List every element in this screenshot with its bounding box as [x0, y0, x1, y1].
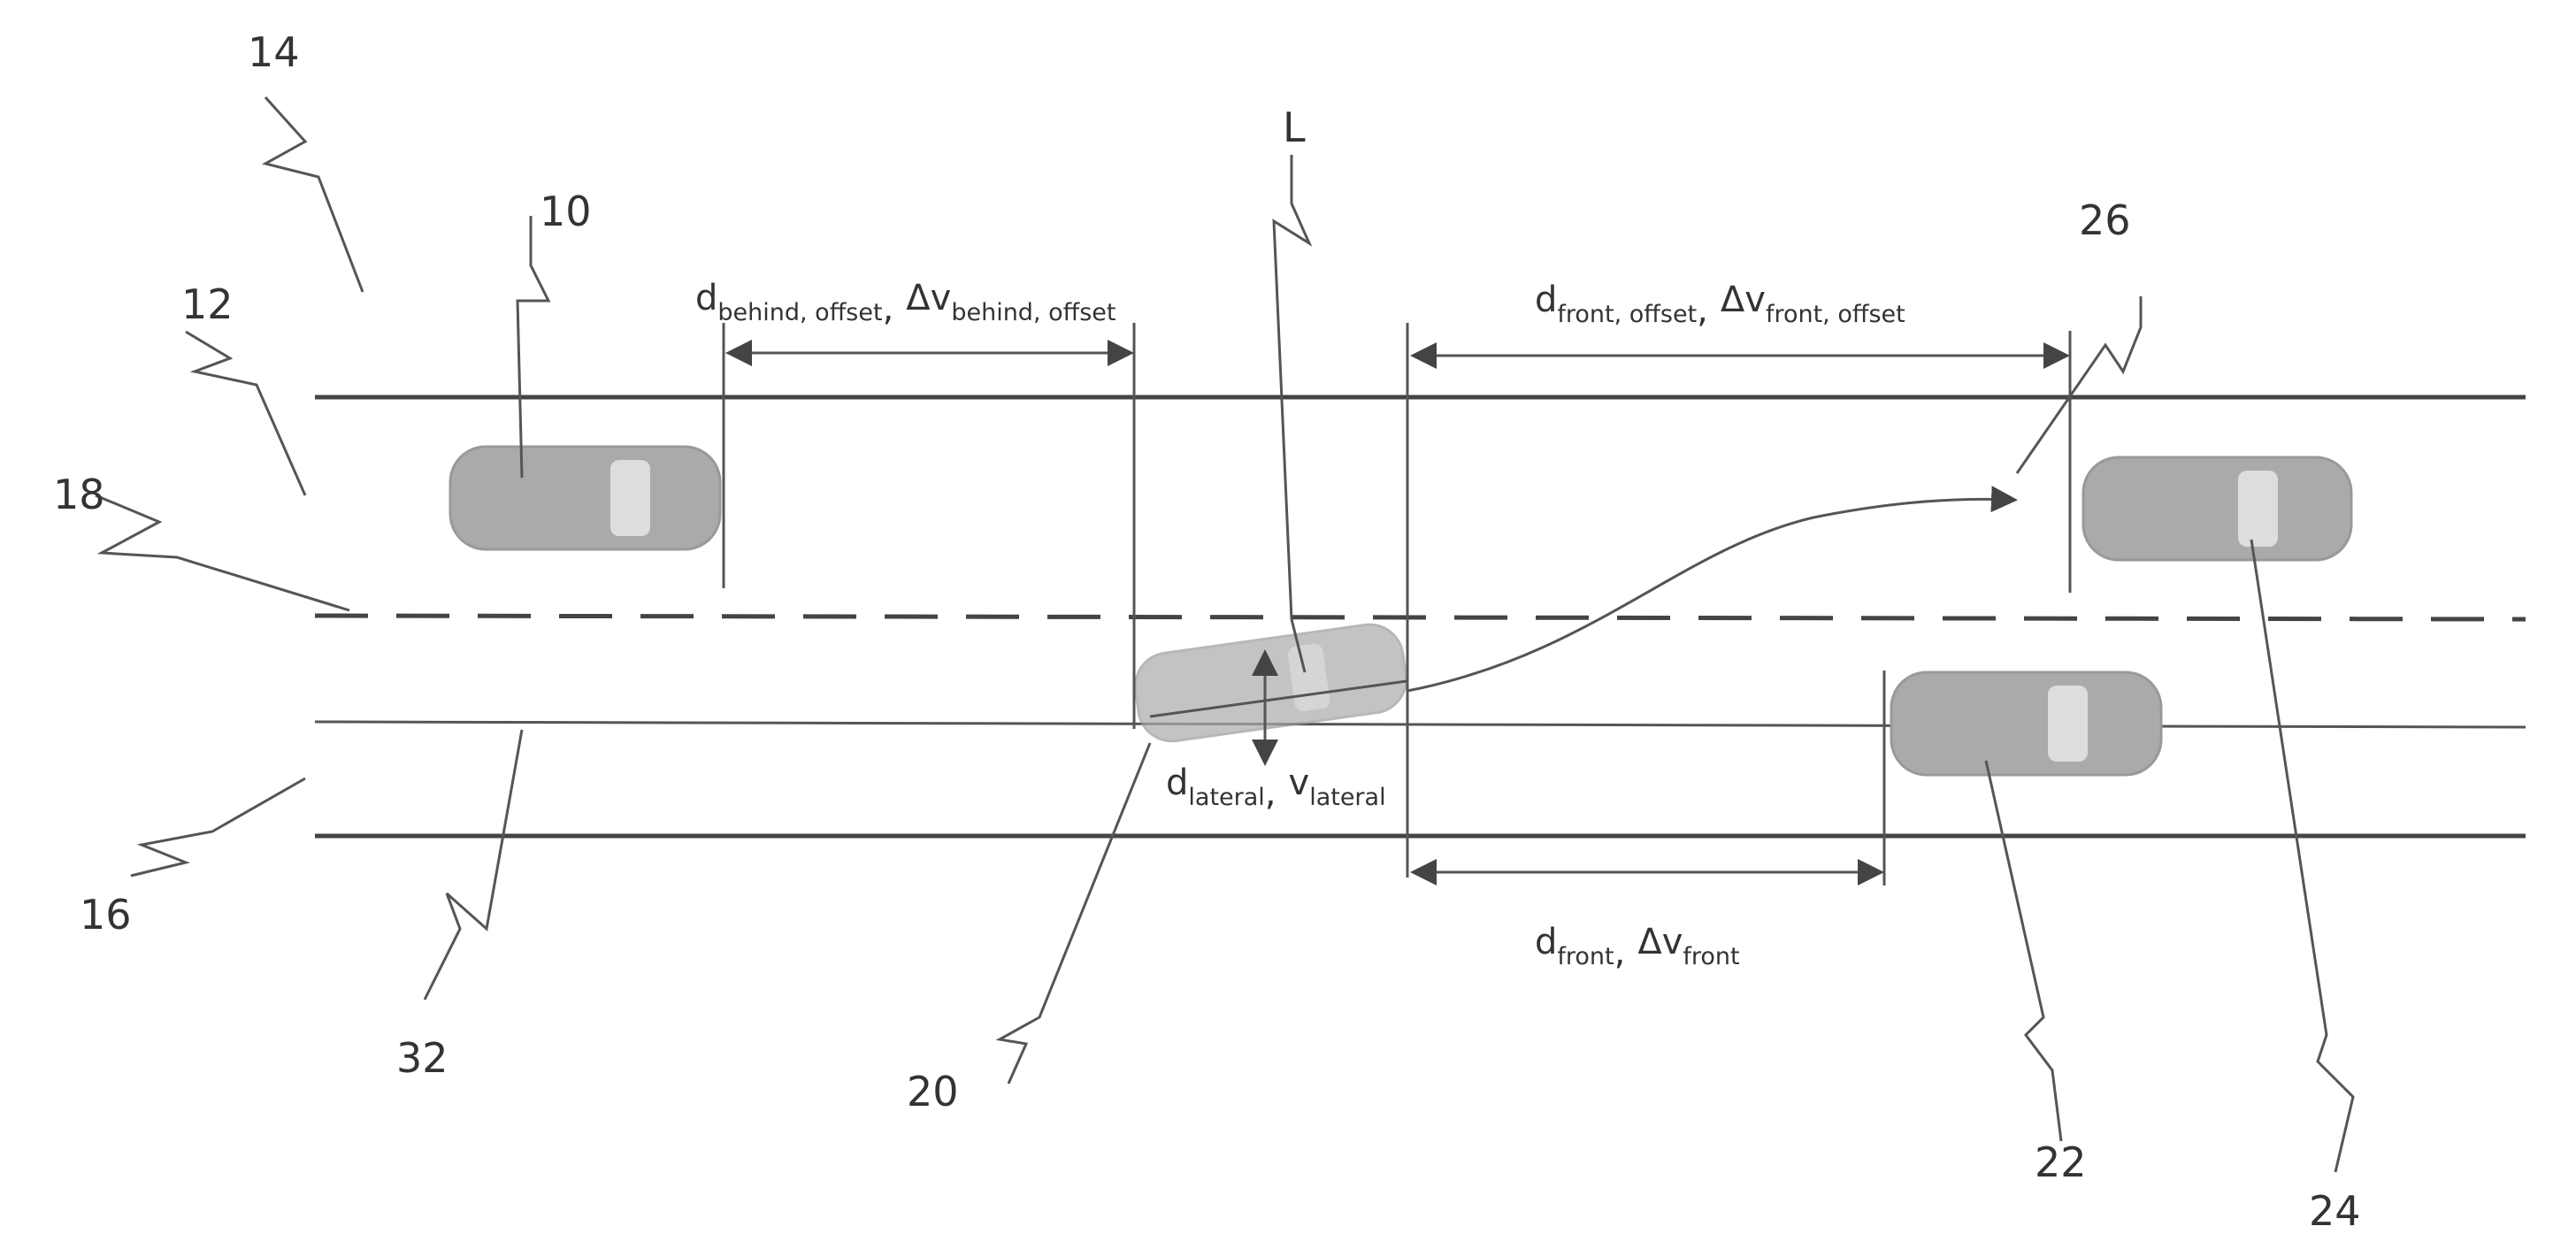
label-front-offset: dfront, offset,Δvfront, offset — [1535, 280, 1905, 331]
label-behind-offset: dbehind, offset,Δvbehind, offset — [695, 278, 1116, 329]
trajectory-26 — [1407, 499, 2012, 691]
lane-divider-dashed — [315, 616, 2526, 619]
ref-16: 16 — [80, 891, 132, 939]
ref-12: 12 — [181, 280, 234, 328]
ref-32: 32 — [396, 1034, 448, 1082]
ref-10: 10 — [540, 188, 592, 235]
lane-centerline-32 — [315, 722, 2526, 727]
ref-14: 14 — [248, 28, 300, 76]
leader-lines — [96, 97, 2353, 1172]
ref-L: L — [1283, 103, 1306, 151]
ref-26: 26 — [2079, 196, 2131, 244]
ref-22: 22 — [2035, 1138, 2087, 1186]
vehicle-10 — [450, 447, 720, 549]
ref-24: 24 — [2309, 1187, 2361, 1234]
ego-vehicle-20 — [1131, 620, 1411, 745]
ref-18: 18 — [53, 471, 105, 518]
ref-20: 20 — [907, 1068, 959, 1115]
label-front: dfront,Δvfront — [1535, 922, 1740, 973]
label-lateral: dlateral,vlateral — [1166, 763, 1386, 814]
vehicle-22 — [1891, 672, 2161, 775]
vehicle-24 — [2083, 457, 2351, 560]
